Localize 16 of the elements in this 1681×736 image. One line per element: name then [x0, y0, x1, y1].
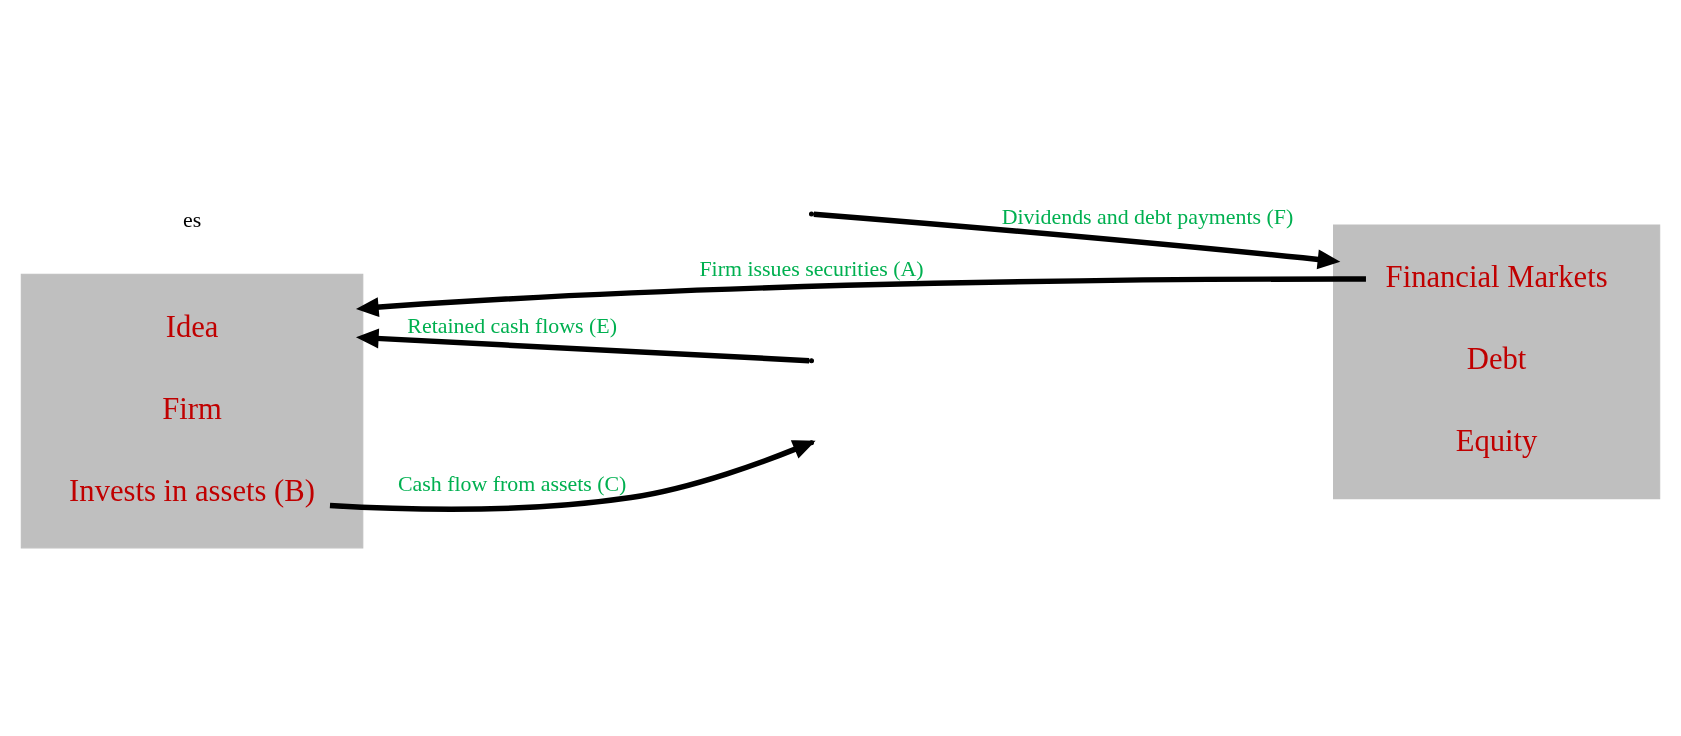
- edge-label: Firm issues securities (A): [699, 256, 924, 281]
- label: es: [182, 207, 202, 232]
- node-text: Firm: [162, 391, 222, 426]
- node-text: Debt: [1466, 341, 1527, 376]
- node-text: Financial Markets: [1385, 259, 1608, 294]
- edge-label: Dividends and debt payments (F): [1001, 204, 1294, 229]
- edge-label: Cash flow from assets (C): [397, 471, 627, 496]
- arrow: [356, 275, 1366, 317]
- node-text: Invests in assets (B): [69, 473, 315, 508]
- arrow: [355, 328, 810, 363]
- node-text: Equity: [1455, 423, 1538, 458]
- arrow: [813, 210, 1341, 269]
- node-text: Idea: [165, 309, 219, 344]
- cluster: [20, 273, 364, 548]
- edge-label: Retained cash flows (E): [407, 313, 617, 338]
- cluster: [1333, 223, 1661, 499]
